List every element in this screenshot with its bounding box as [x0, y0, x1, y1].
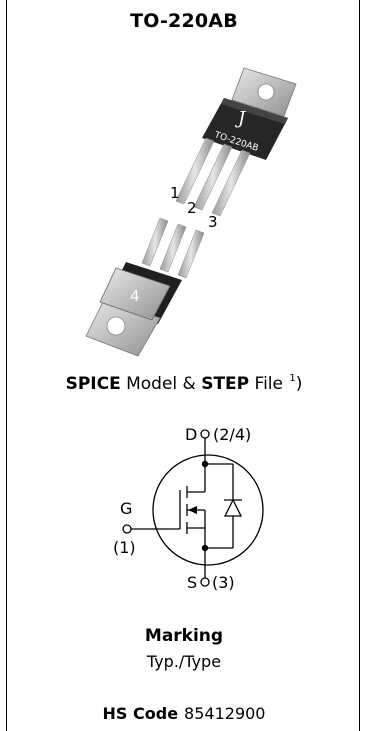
spice-close: )	[295, 374, 303, 394]
step-keyword: STEP	[201, 374, 250, 394]
pin-label-2: 2	[187, 199, 197, 217]
gate-pin: (1)	[113, 538, 136, 557]
package-title: TO-220AB	[130, 10, 238, 32]
pin-label-1: 1	[170, 184, 180, 202]
package-bottom: 4	[85, 217, 205, 357]
drain-pin: (2/4)	[213, 425, 251, 444]
hs-code-label: HS Code	[102, 704, 179, 723]
source-label: S	[187, 573, 197, 592]
tab-label: 4	[130, 287, 140, 305]
spice-text-1: Model &	[120, 374, 202, 394]
spice-text-2: File	[249, 374, 289, 394]
hs-code: HS Code 85412900	[0, 704, 368, 723]
to220-package-illustration: J TO-220AB 1 2 3 4	[85, 67, 297, 357]
spice-keyword: SPICE	[65, 374, 121, 394]
pin-label-3: 3	[208, 213, 218, 231]
page-frame	[6, 0, 360, 731]
marking-type: Typ./Type	[146, 652, 222, 671]
manufacturer-logo: J	[234, 108, 247, 129]
marking-heading: Marking	[144, 626, 224, 646]
hs-code-value: 85412900	[184, 704, 266, 723]
mosfet-schematic-symbol: D (2/4) G (1) S (3)	[113, 425, 264, 592]
source-pin: (3)	[212, 573, 235, 592]
footnote-marker: 1	[289, 373, 296, 384]
drain-label: D	[185, 425, 197, 444]
spice-step-note: SPICE Model & STEP File 1)	[0, 373, 368, 394]
package-top: J TO-220AB	[175, 67, 297, 217]
gate-label: G	[120, 499, 132, 518]
